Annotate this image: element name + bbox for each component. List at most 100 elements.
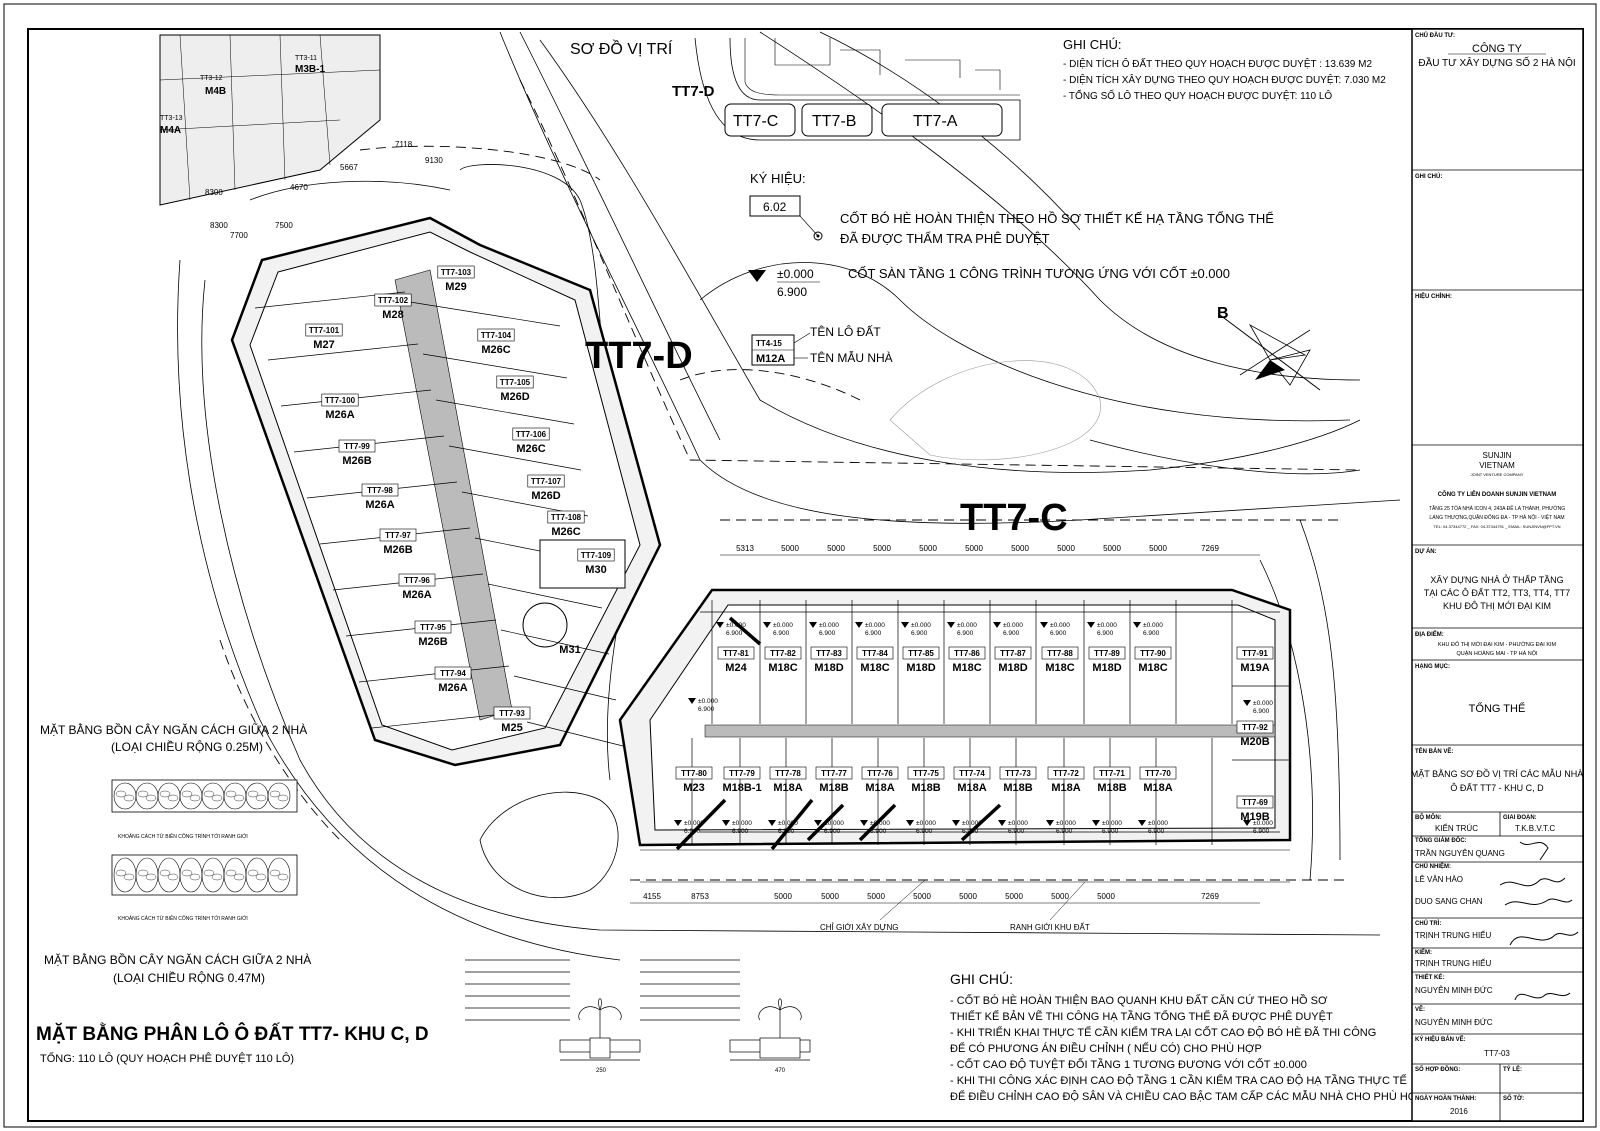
level-bottom: 6.900	[1253, 708, 1270, 715]
bottom-note-line: ĐỂ CÓ PHƯƠNG ÁN ĐIỀU CHỈNH ( NẾU CÓ) CHO…	[950, 1042, 1262, 1055]
lot-code: TT7-88	[1047, 649, 1073, 658]
tb-design-value: NGUYỄN MINH ĐỨC	[1415, 986, 1493, 995]
tb-year-label: NGÀY HOÀN THÀNH:	[1415, 1095, 1476, 1102]
planter-plan-1	[111, 779, 298, 813]
model-code: M18C	[952, 662, 981, 674]
model-code: M18D	[814, 662, 843, 674]
level-top: ±0.000	[1008, 820, 1028, 827]
model-code: M26A	[365, 499, 394, 511]
tb-code-label: KÝ HIỆU BẢN VẼ:	[1415, 1035, 1466, 1043]
tb-project-2: TẠI CÁC Ô ĐẤT TT2, TT3, TT4, TT7	[1424, 588, 1570, 598]
dimension-top: 5000	[1149, 544, 1167, 553]
model-code: M30	[585, 564, 606, 576]
nw-dim: 9130	[425, 156, 443, 165]
level-triangle-icon	[1138, 820, 1146, 826]
curb-level-value: 6.02	[763, 200, 787, 214]
tb-logo-2: VIETNAM	[1479, 461, 1515, 470]
bottom-note-line: - CỐT BÓ HÈ HOÀN THIỆN BAO QUANH KHU ĐẤT…	[950, 993, 1328, 1007]
tb-owner-label: CHỦ ĐẦU TƯ:	[1415, 32, 1455, 39]
model-code: M26A	[325, 409, 354, 421]
nw-dim: 7700	[230, 231, 248, 240]
map-zone-tt7-c: TT7-C	[733, 113, 778, 130]
nw-dim: 4670	[290, 183, 308, 192]
model-code: M27	[313, 339, 334, 351]
level-bottom: 6.900	[1008, 828, 1025, 835]
model-code: M26D	[500, 391, 529, 403]
bottom-notes-heading: GHI CHÚ:	[950, 971, 1013, 987]
compass-label: B	[1217, 305, 1229, 322]
level-triangle-icon	[906, 820, 914, 826]
nw-dim: 7500	[275, 221, 293, 230]
sample-model-code: M12A	[756, 353, 785, 365]
dimension-top: 7269	[1201, 544, 1219, 553]
dimension-bottom: 7269	[1201, 892, 1219, 901]
tb-check-value: TRỊNH TRUNG HIẾU	[1415, 958, 1492, 968]
model-code: M26B	[342, 455, 371, 467]
signature-5	[1514, 992, 1571, 1001]
model-code: M19A	[1240, 662, 1269, 674]
tb-phase-value: T.K.B.V.T.C	[1515, 824, 1555, 833]
level-top: ±0.000	[870, 820, 890, 827]
model-m3b-1: M3B-1	[295, 64, 325, 75]
top-note-line: - TỔNG SỐ LÔ THEO QUY HOẠCH ĐƯỢC DUYỆT: …	[1063, 88, 1332, 102]
level-bottom: 6.900	[819, 630, 836, 637]
block-c-spine	[704, 724, 1276, 738]
level-triangle-icon	[674, 820, 682, 826]
drawing-main-title: MẶT BẰNG PHÂN LÔ Ô ĐẤT TT7- KHU C, D	[36, 1023, 429, 1045]
level-triangle-icon	[998, 820, 1006, 826]
lot-code: TT7-96	[404, 576, 430, 585]
dimension-bottom: 4155	[643, 892, 661, 901]
tb-company: CÔNG TY LIÊN DOANH SUNJIN VIETNAM	[1438, 490, 1557, 498]
lot-code: TT7-100	[325, 396, 356, 405]
planter-subtitle-1: (LOẠI CHIỀU RỘNG 0.25M)	[111, 739, 263, 754]
lot-code: TT7-70	[1145, 769, 1171, 778]
lot-code: TT7-105	[500, 378, 531, 387]
dimension-top: 5000	[965, 544, 983, 553]
planter-plan-2	[111, 854, 298, 896]
level-bottom: 6.900	[773, 630, 790, 637]
drawing-subtitle: TỔNG: 110 LÔ (QUY HOẠCH PHÊ DUYỆT 110 LÔ…	[40, 1052, 294, 1065]
lot-m31: M31	[559, 644, 580, 656]
tb-dept-value: KIẾN TRÚC	[1435, 823, 1478, 833]
level-bottom: 6.900	[732, 828, 749, 835]
tb-address-1: TẦNG 25 TÒA NHÀ ICON 4, 243A ĐÊ LA THÀNH…	[1429, 504, 1565, 512]
tb-project-3: KHU ĐÔ THỊ MỚI ĐẠI KIM	[1443, 601, 1551, 611]
shrub-icon	[267, 782, 291, 810]
lot-code: TT7-74	[959, 769, 985, 778]
lot-code: TT7-77	[821, 769, 847, 778]
model-code: M18C	[1045, 662, 1074, 674]
tb-item-label: HẠNG MỤC:	[1415, 664, 1450, 670]
model-code: M18A	[957, 782, 986, 794]
planter-sections	[465, 959, 811, 1061]
level-triangle-icon	[688, 698, 696, 704]
nw-dim: 8300	[210, 221, 228, 230]
model-code: M26B	[418, 636, 447, 648]
nw-dim: 5667	[340, 163, 358, 172]
lot-code: TT7-85	[908, 649, 934, 658]
tb-chief-label: CHỦ NHIỆM:	[1415, 862, 1451, 870]
curb-level-box	[749, 195, 801, 217]
model-code: M25	[501, 722, 522, 734]
